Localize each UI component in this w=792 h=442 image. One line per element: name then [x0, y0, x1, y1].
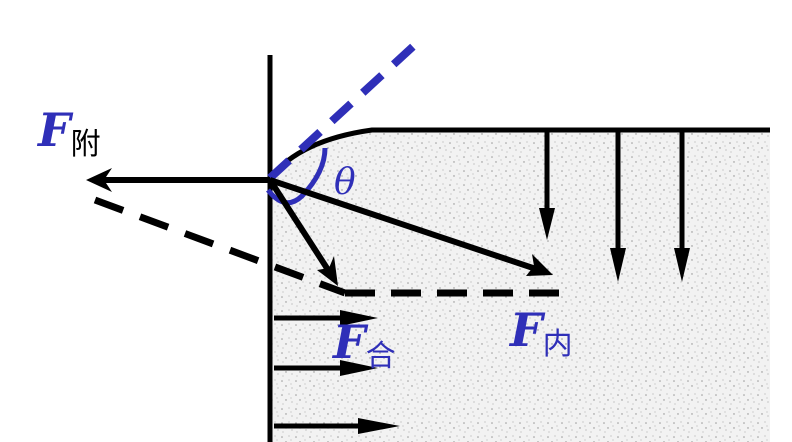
right-arrowhead-3 [358, 418, 400, 434]
adhesion-arrowhead [86, 168, 112, 192]
cohesion-arrowhead [526, 254, 553, 276]
down-arrowhead-1 [539, 208, 555, 240]
resultant-force-arrow [267, 178, 335, 278]
resultant-arrowhead [317, 256, 338, 286]
contact-angle-arc [266, 147, 328, 206]
liquid-region [270, 130, 770, 442]
label-theta: θ [334, 162, 356, 203]
right-arrowhead-2 [340, 360, 378, 376]
tangent-line [267, 39, 421, 181]
label-f-nei: F内 [508, 303, 573, 362]
down-arrowhead-2 [610, 248, 626, 282]
label-f-fu: F附 [36, 103, 101, 162]
label-f-he: F合 [331, 315, 396, 374]
cohesion-force-arrow [269, 177, 546, 275]
down-arrowhead-3 [674, 248, 690, 282]
right-arrowhead-1 [340, 310, 378, 326]
